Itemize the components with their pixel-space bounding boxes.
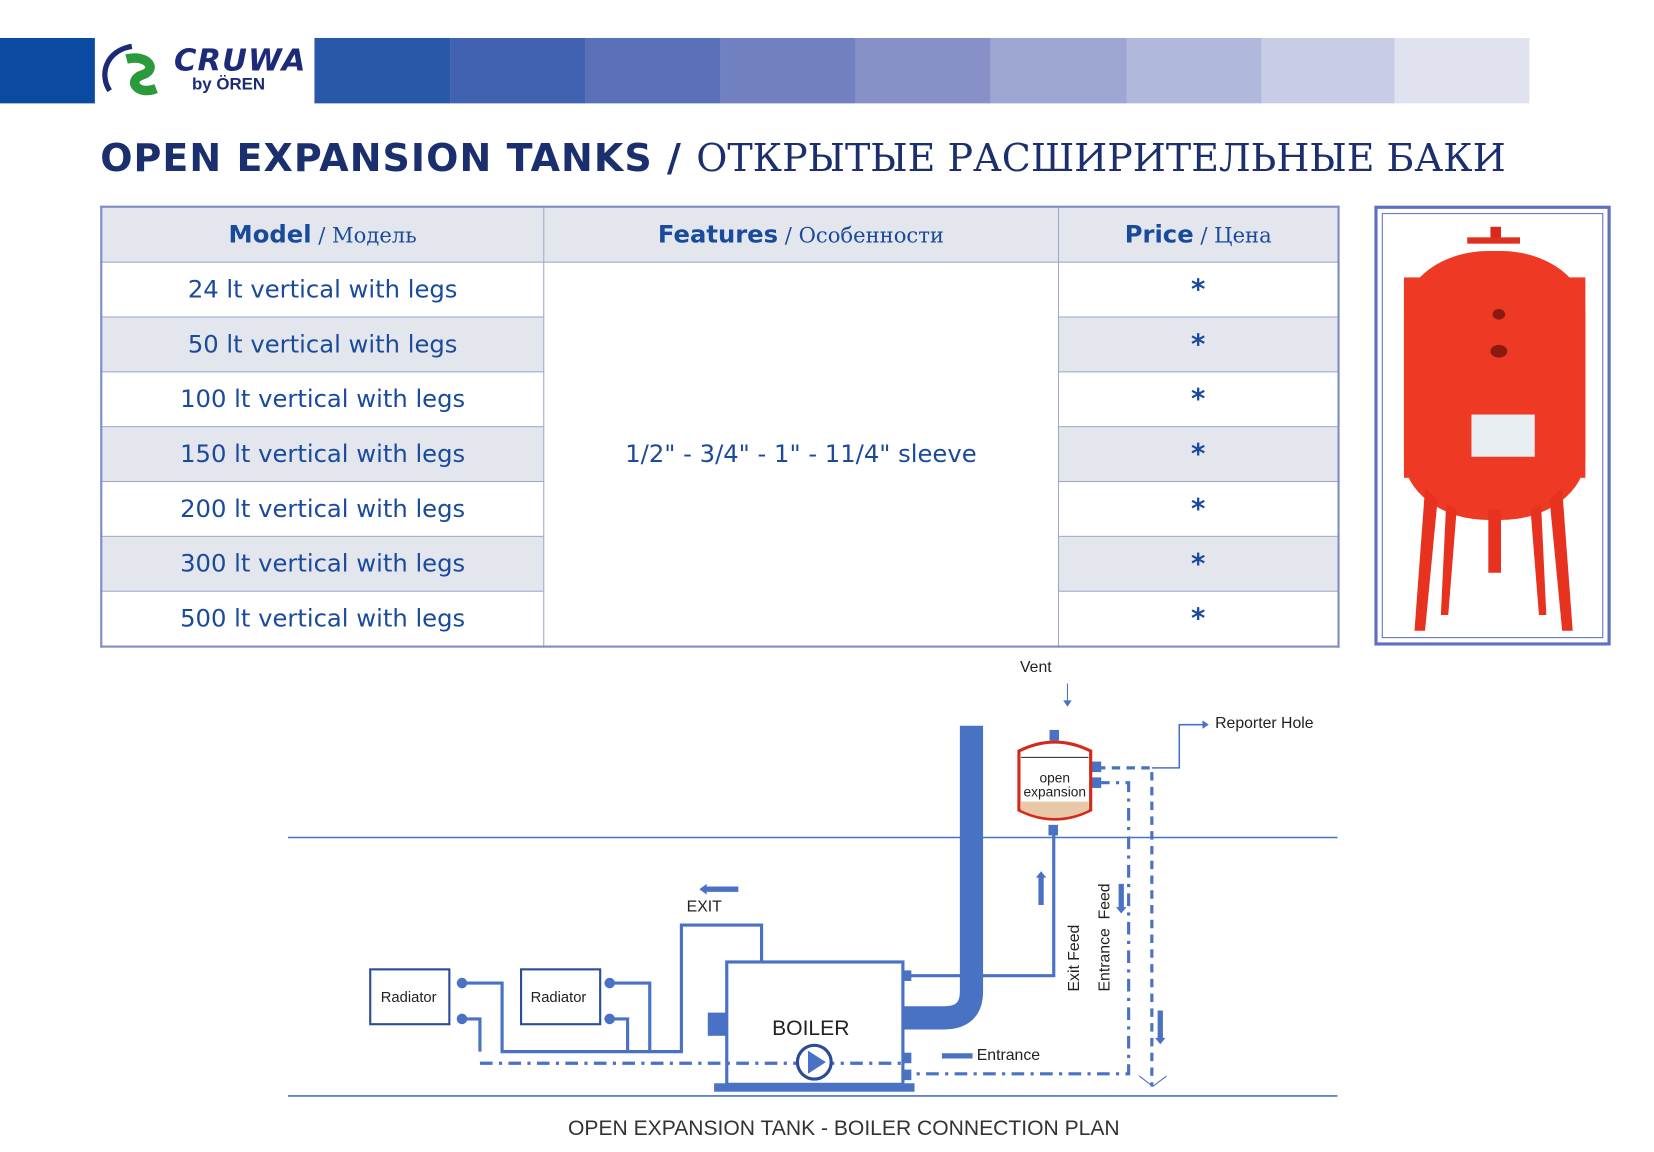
label-vent: Vent (1020, 659, 1052, 676)
logo: CRUWA by ÖREN (94, 37, 315, 104)
header-bar-segment (585, 37, 721, 104)
logo-sub: by ÖREN (191, 75, 266, 94)
title-en: OPEN EXPANSION TANKS / (100, 137, 697, 181)
label-reporter-hole: Reporter Hole (1215, 715, 1314, 732)
label-tank-open: open (1040, 771, 1070, 786)
model-cell: 300 lt vertical with legs (100, 535, 544, 592)
price-cell: * (1057, 261, 1340, 318)
label-exit-feed: Exit Feed (1066, 925, 1083, 992)
page-title: OPEN EXPANSION TANKS / ОТКРЫТЫЕ РАСШИРИТ… (100, 137, 1505, 180)
model-cell: 24 lt vertical with legs (100, 261, 544, 318)
label-exit: EXIT (687, 898, 722, 915)
header-bar-segment (0, 37, 95, 104)
price-cell: * (1057, 316, 1340, 373)
title-ru: ОТКРЫТЫЕ РАСШИРИТЕЛЬНЫЕ БАКИ (696, 137, 1506, 181)
label-boiler: BOILER (772, 1017, 849, 1040)
flue-pipe (902, 725, 984, 1030)
model-cell: 50 lt vertical with legs (100, 316, 544, 373)
red-tank-image (1403, 226, 1586, 631)
label-radiator-1: Radiator (381, 990, 437, 1006)
model-cell: 200 lt vertical with legs (100, 480, 544, 537)
header-bar-segment (314, 37, 451, 104)
tank-photo (1374, 205, 1611, 646)
header-bar-segment (1394, 37, 1530, 104)
header-bar-segment (450, 37, 586, 104)
header-bar-segment (1261, 37, 1395, 104)
label-tank-expansion: expansion (1024, 784, 1086, 799)
label-entrance: Entrance (977, 1047, 1040, 1064)
label-entrance-feed: Entrance Feed (1097, 883, 1114, 991)
header-bar-segment (990, 37, 1127, 104)
header-price: Price / Цена (1057, 206, 1340, 263)
header-bar-segment (720, 37, 856, 104)
table-row: 200 lt vertical with legs * (100, 480, 1340, 537)
table-row: 150 lt vertical with legs * (100, 426, 1340, 483)
header-bar-segment (1126, 37, 1262, 104)
price-cell: * (1057, 590, 1340, 648)
logo-brand: CRUWA (174, 42, 307, 79)
header-model: Model / Модель (100, 206, 544, 263)
model-cell: 100 lt vertical with legs (100, 371, 544, 428)
table-row: 100 lt vertical with legs * (100, 371, 1340, 428)
price-cell: * (1057, 371, 1340, 428)
price-cell: * (1057, 426, 1340, 483)
diagram-caption: OPEN EXPANSION TANK - BOILER CONNECTION … (568, 1117, 1120, 1140)
header-features: Features / Особенности (542, 206, 1059, 263)
model-cell: 150 lt vertical with legs (100, 426, 544, 483)
price-cell: * (1057, 480, 1340, 537)
table-row: 500 lt vertical with legs * (100, 590, 1340, 648)
table-row: 50 lt vertical with legs * (100, 316, 1340, 373)
price-cell: * (1057, 535, 1340, 592)
label-radiator-2: Radiator (531, 990, 587, 1006)
open-expansion-tank (1017, 740, 1093, 821)
header-bar-segment (855, 37, 991, 104)
models-table: Model / Модель Features / Особенности Pr… (100, 205, 1340, 648)
table-row: 300 lt vertical with legs * (100, 535, 1340, 592)
model-cell: 500 lt vertical with legs (100, 590, 544, 648)
logo-swirl-icon (102, 43, 158, 96)
features-cell: 1/2" - 3/4" - 1" - 11/4" sleeve (542, 261, 1059, 648)
